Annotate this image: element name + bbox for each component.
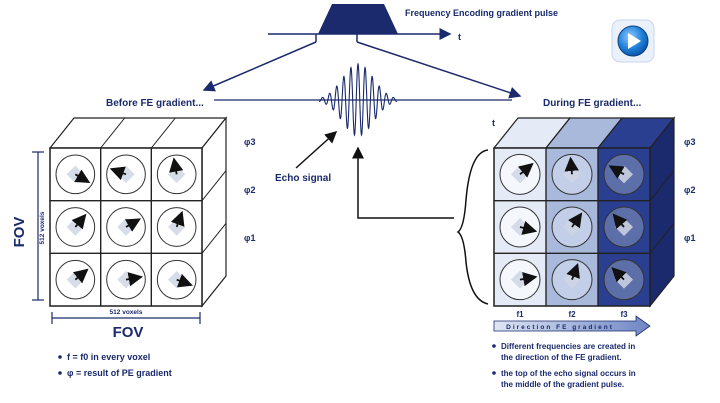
play-button[interactable]	[611, 19, 655, 63]
phi-label: φ2	[684, 185, 695, 195]
right-spin-arrow	[612, 213, 628, 230]
voxels-x-label: 512 voxels	[110, 309, 143, 316]
right-spin-arrow	[566, 262, 580, 280]
play-icon	[628, 33, 641, 49]
fe-gradient-pulse-shape	[318, 4, 398, 34]
right-voxel	[597, 252, 651, 307]
phi-label: φ1	[244, 233, 255, 243]
right-spin-arrow	[564, 156, 579, 175]
left-voxel	[150, 147, 203, 202]
direction-label: Direction FE gradient	[506, 324, 614, 331]
bracket-brace	[456, 149, 489, 305]
right-spin-arrow	[519, 271, 538, 287]
voxels-y-label: 512 voxels	[39, 211, 46, 244]
left-spin-arrow	[170, 210, 185, 228]
right-panel: During FE gradient... φ3 φ2 φ1 f1 f2 f3 Dire…	[492, 98, 695, 389]
left-bullet-2: φ = result of PE gradient	[67, 368, 172, 378]
right-voxel	[545, 252, 599, 307]
right-cube-side	[649, 116, 675, 308]
signal-t-label: t	[492, 118, 495, 128]
left-cube-top	[48, 117, 228, 149]
right-spin-arrow	[611, 267, 627, 283]
echo-signal-area: t Echo signal	[214, 62, 512, 305]
phi-label: φ3	[684, 137, 695, 147]
freq-label: f2	[568, 310, 576, 319]
right-spin-arrow	[568, 212, 583, 229]
left-voxel	[150, 200, 203, 254]
fov-x-label: FOV	[113, 324, 144, 341]
left-spin-arrow	[71, 213, 87, 230]
right-bullet-2-line-1: the top of the echo signal occurs in	[501, 369, 636, 378]
freq-label: f1	[516, 310, 524, 319]
right-voxel	[545, 147, 599, 202]
right-panel-title: During FE gradient...	[543, 98, 642, 109]
pulse-title: Frequency Encoding gradient pulse	[405, 8, 558, 18]
left-spin-arrow	[74, 169, 91, 183]
phi-label: φ3	[244, 137, 255, 147]
echo-waveform	[318, 62, 398, 137]
left-bullet-1: f = f0 in every voxel	[67, 352, 150, 362]
left-spin-arrow	[176, 273, 193, 288]
left-voxel	[49, 252, 102, 307]
echo-signal-label: Echo signal	[275, 173, 331, 184]
left-voxel	[100, 147, 152, 202]
left-spin-arrow	[124, 218, 141, 232]
left-spin-arrow	[169, 157, 184, 175]
right-spin-arrow	[519, 220, 538, 235]
phi-label: φ2	[244, 185, 255, 195]
freq-label: f3	[620, 310, 628, 319]
left-panel-title: Before FE gradient...	[106, 98, 204, 109]
left-cube-side	[201, 116, 227, 308]
right-bullet-1-line-2: the direction of the FE gradient.	[501, 353, 621, 362]
direction-fe-gradient-arrow	[493, 315, 651, 337]
right-spin-arrow	[517, 162, 534, 178]
left-panel: Before FE gradient... φ3 φ2 φ1 FOV 512 vox…	[11, 98, 255, 378]
left-spin-arrow	[125, 272, 144, 287]
pulse-t-label: t	[458, 32, 461, 42]
left-voxel	[150, 252, 203, 307]
left-spin-arrow	[109, 166, 127, 181]
right-bullet-1-line-1: Different frequencies are created in	[501, 342, 635, 351]
right-spin-arrow	[608, 165, 625, 179]
fe-pulse: Frequency Encoding gradient pulse t	[202, 4, 558, 99]
right-bullet-2-line-2: the middle of the gradient pulse.	[501, 380, 624, 389]
left-spin-arrow	[72, 268, 89, 284]
right-voxel	[597, 200, 651, 254]
right-voxel	[545, 200, 599, 254]
phi-label: φ1	[684, 233, 695, 243]
right-voxel	[597, 147, 651, 202]
fov-y-label: FOV	[11, 217, 28, 248]
